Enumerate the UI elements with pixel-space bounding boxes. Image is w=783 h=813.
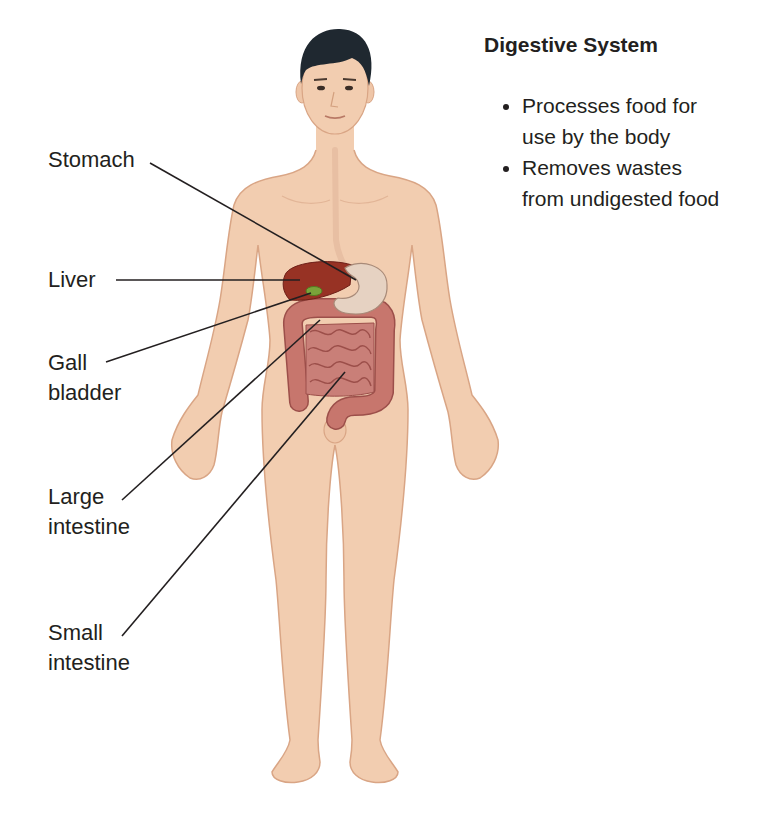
- digestive-organs: [283, 262, 387, 420]
- part-label: Small intestine: [48, 618, 158, 678]
- function-item: Processes food for use by the body: [522, 90, 727, 152]
- leader-line: [106, 293, 311, 362]
- part-label: Stomach: [48, 145, 188, 175]
- leader-line: [116, 279, 300, 281]
- small-intestine: [306, 323, 374, 396]
- part-label: Large intestine: [48, 482, 158, 542]
- mouth: [325, 116, 345, 118]
- diagram-title: Digestive System: [484, 31, 658, 59]
- nose: [331, 92, 338, 107]
- eyebrows: [314, 79, 356, 80]
- function-text: Processes food for use by the body: [522, 94, 697, 148]
- part-label: Gall bladder: [48, 348, 143, 408]
- eye: [345, 86, 353, 91]
- function-item: Removes wastes from undigested food: [522, 152, 727, 214]
- body-half-mirror: [335, 150, 498, 783]
- body-figure: [172, 29, 499, 783]
- esophagus: [335, 150, 350, 272]
- body-outline: [172, 150, 335, 783]
- leader-line: [122, 372, 345, 636]
- part-label: Liver: [48, 265, 148, 295]
- leader-line: [122, 320, 320, 500]
- body-half: [172, 150, 335, 783]
- eye: [317, 86, 325, 91]
- large-intestine: [293, 308, 386, 420]
- leader-line: [150, 163, 356, 280]
- function-list: Processes food for use by the bodyRemove…: [500, 90, 727, 214]
- stomach: [334, 263, 387, 314]
- leader-lines: [106, 163, 356, 636]
- function-text: Removes wastes from undigested food: [522, 156, 719, 210]
- large-intestine-outline: [293, 308, 386, 420]
- hair: [300, 29, 371, 86]
- liver: [283, 262, 352, 301]
